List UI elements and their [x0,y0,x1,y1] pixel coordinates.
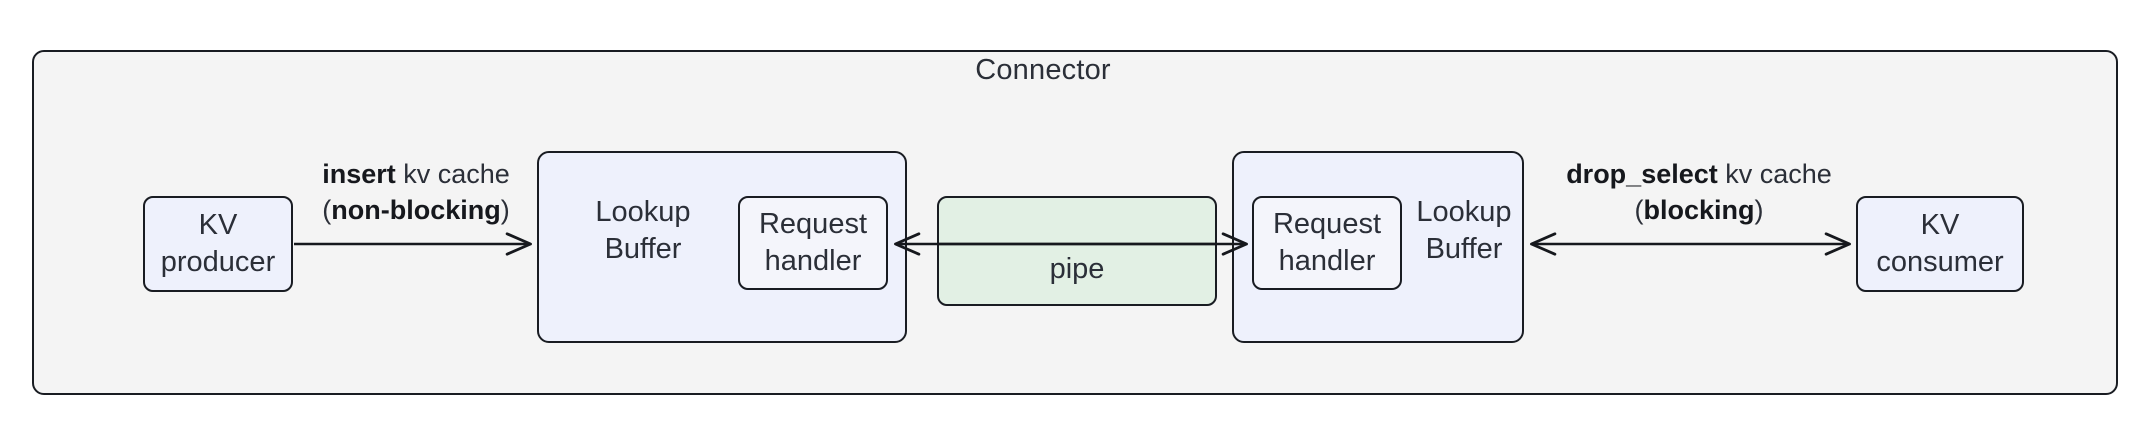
edge-label-insert-line2: (non-blocking) [322,194,510,225]
node-request-handler-right[interactable]: Request handler [1252,196,1402,290]
node-lookup-buffer-left-label: Lookup Buffer [595,196,691,266]
edge-label-drop-select: drop_select kv cache (blocking) [1546,157,1852,228]
edge-label-drop-select-line2: (blocking) [1634,194,1764,225]
node-pipe[interactable]: pipe [937,196,1217,306]
node-request-handler-left[interactable]: Request handler [738,196,888,290]
edge-label-insert-line1: insert kv cache [322,159,510,189]
node-pipe-label: pipe [1049,252,1105,285]
node-kv-consumer-label: KV consumer [1876,208,2004,278]
edge-label-drop-select-line1: drop_select kv cache [1566,159,1832,189]
node-kv-producer[interactable]: KV producer [143,196,293,292]
node-request-handler-left-label: Request handler [758,207,867,277]
node-request-handler-right-label: Request handler [1272,207,1381,277]
node-lookup-buffer-right-label: Lookup Buffer [1416,196,1512,266]
node-kv-consumer[interactable]: KV consumer [1856,196,2024,292]
connector-title: Connector [975,54,1111,86]
edge-label-insert: insert kv cache (non-blocking) [300,157,532,228]
node-kv-producer-label: KV producer [160,208,276,278]
